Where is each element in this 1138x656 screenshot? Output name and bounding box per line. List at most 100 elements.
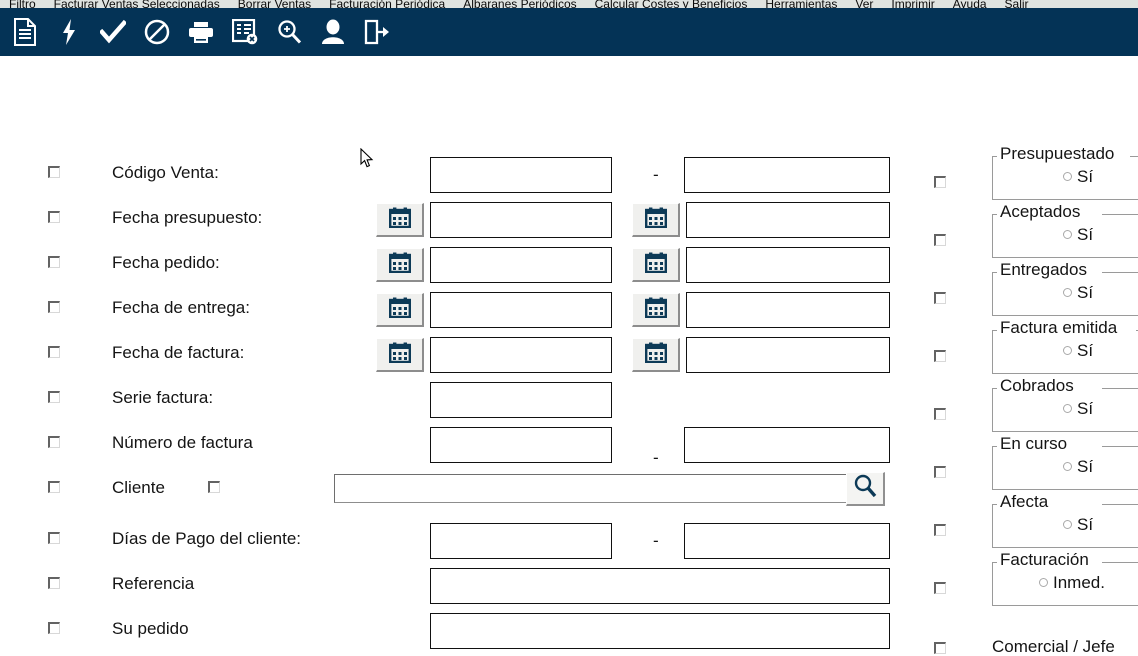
range-end-input[interactable] <box>686 202 890 238</box>
single-input[interactable] <box>430 613 890 649</box>
calendar-picker-button[interactable] <box>376 293 424 327</box>
calendar-picker-button[interactable] <box>376 338 424 372</box>
group-top-line-left <box>992 272 997 273</box>
status-checkbox[interactable] <box>934 466 946 478</box>
calendar-icon <box>644 342 667 368</box>
status-checkbox[interactable] <box>934 524 946 536</box>
menu-item-facturaci-n-peri-dica[interactable]: Facturación Periódica <box>329 0 446 8</box>
row-label: Fecha de factura: <box>112 343 245 362</box>
menu-bar[interactable]: Filtro Facturar Ventas Seleccionadas Borra… <box>0 0 1138 8</box>
row-checkbox[interactable] <box>48 301 60 313</box>
range-end-input[interactable] <box>686 292 890 328</box>
row-checkbox[interactable] <box>48 622 60 634</box>
range-start-input[interactable] <box>430 157 612 193</box>
menu-item-ver[interactable]: Ver <box>855 0 874 8</box>
user-button[interactable] <box>316 13 350 51</box>
row-checkbox[interactable] <box>48 256 60 268</box>
form-row: Fecha presupuesto: <box>0 197 1138 241</box>
accept-button[interactable] <box>96 13 130 51</box>
cliente-search-button[interactable] <box>846 472 885 506</box>
range-end-input[interactable] <box>684 427 890 463</box>
zoom-in-button[interactable] <box>272 13 306 51</box>
range-start-input[interactable] <box>430 247 612 283</box>
status-group-legend: Entregados <box>997 261 1090 279</box>
row-checkbox[interactable] <box>48 346 60 358</box>
row-checkbox[interactable] <box>48 532 60 544</box>
radio-icon <box>1063 288 1072 297</box>
status-radio-option[interactable]: Sí <box>1063 284 1093 301</box>
status-radio-option[interactable]: Sí <box>1063 458 1093 475</box>
exit-button[interactable] <box>360 13 394 51</box>
menu-item-albaranes-peri-dicos[interactable]: Albaranes Periódicos <box>463 0 577 8</box>
status-radio-option[interactable]: Sí <box>1063 342 1093 359</box>
calendar-icon <box>388 252 411 278</box>
range-end-input[interactable] <box>686 337 890 373</box>
radio-icon <box>1063 172 1072 181</box>
status-checkbox[interactable] <box>934 292 946 304</box>
range-start-input[interactable] <box>430 337 612 373</box>
lightning-icon <box>61 18 77 46</box>
zoom-in-icon <box>276 19 302 45</box>
group-top-line-right <box>1130 156 1138 157</box>
cliente-secondary-checkbox[interactable] <box>208 481 220 493</box>
calendar-picker-button[interactable] <box>632 248 680 282</box>
row-checkbox[interactable] <box>48 481 60 493</box>
status-radio-option[interactable]: Sí <box>1063 516 1093 533</box>
menu-item-filtro[interactable]: Filtro <box>9 0 36 8</box>
calendar-picker-button[interactable] <box>632 293 680 327</box>
toolbar <box>0 8 1138 56</box>
status-radio-label: Inmed. <box>1053 573 1105 592</box>
menu-item-borrar-ventas[interactable]: Borrar Ventas <box>237 0 312 8</box>
comercial-jefe-checkbox[interactable] <box>934 642 946 654</box>
calendar-picker-button[interactable] <box>632 338 680 372</box>
calendar-picker-button[interactable] <box>376 203 424 237</box>
status-radio-option[interactable]: Inmed. <box>1039 574 1105 591</box>
radio-icon <box>1063 230 1072 239</box>
menu-item-herramientas[interactable]: Herramientas <box>765 0 838 8</box>
status-radio-option[interactable]: Sí <box>1063 400 1093 417</box>
menu-item-facturar-ventas-seleccionadas[interactable]: Facturar Ventas Seleccionadas <box>53 0 220 8</box>
range-start-input[interactable] <box>430 292 612 328</box>
row-checkbox[interactable] <box>48 436 60 448</box>
serie-factura-input[interactable] <box>430 382 612 418</box>
row-checkbox[interactable] <box>48 211 60 223</box>
process-button[interactable] <box>52 13 86 51</box>
document-button[interactable] <box>8 13 42 51</box>
range-end-input[interactable] <box>684 157 890 193</box>
menu-item-ayuda[interactable]: Ayuda <box>952 0 987 8</box>
radio-icon <box>1063 404 1072 413</box>
status-radio-option[interactable]: Sí <box>1063 168 1093 185</box>
cliente-input[interactable] <box>334 474 848 503</box>
calendar-picker-button[interactable] <box>376 248 424 282</box>
row-checkbox[interactable] <box>48 166 60 178</box>
range-start-input[interactable] <box>430 523 612 559</box>
calendar-picker-button[interactable] <box>632 203 680 237</box>
range-end-input[interactable] <box>684 523 890 559</box>
form-row: Número de factura- <box>0 422 1138 466</box>
row-checkbox[interactable] <box>48 577 60 589</box>
group-top-line-left <box>992 156 997 157</box>
range-start-input[interactable] <box>430 427 612 463</box>
radio-icon <box>1063 346 1072 355</box>
menu-item-imprimir[interactable]: Imprimir <box>891 0 935 8</box>
form-row: Fecha de entrega: <box>0 287 1138 331</box>
status-checkbox[interactable] <box>934 350 946 362</box>
status-checkbox[interactable] <box>934 408 946 420</box>
cancel-button[interactable] <box>140 13 174 51</box>
print-button[interactable] <box>184 13 218 51</box>
status-group-legend: Facturación <box>997 551 1092 569</box>
range-end-input[interactable] <box>686 247 890 283</box>
invoice-delete-button[interactable] <box>228 13 262 51</box>
row-checkbox[interactable] <box>48 391 60 403</box>
menu-item-salir[interactable]: Salir <box>1004 0 1029 8</box>
single-input[interactable] <box>430 568 890 604</box>
row-label: Referencia <box>112 574 195 593</box>
menu-item-calcular-costes-y-beneficios[interactable]: Calcular Costes y Beneficios <box>594 0 748 8</box>
status-group-legend: Cobrados <box>997 377 1077 395</box>
range-start-input[interactable] <box>430 202 612 238</box>
status-checkbox[interactable] <box>934 582 946 594</box>
status-radio-option[interactable]: Sí <box>1063 226 1093 243</box>
status-checkbox[interactable] <box>934 176 946 188</box>
status-checkbox[interactable] <box>934 234 946 246</box>
